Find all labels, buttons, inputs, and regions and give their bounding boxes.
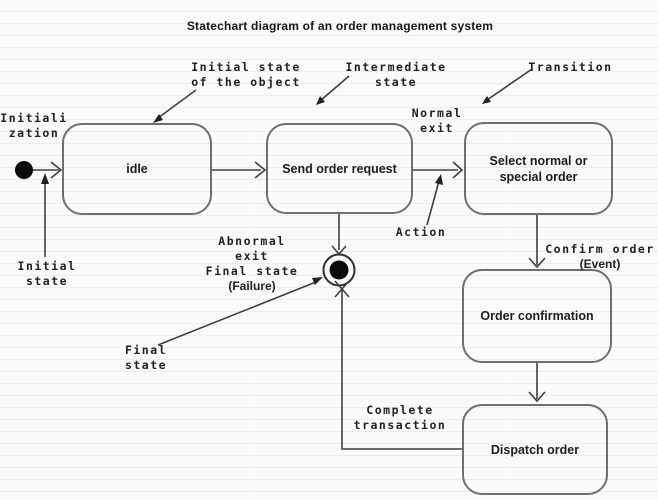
- label-abnormal-text: Abnormal exit Final state: [205, 234, 299, 278]
- state-dispatch-order: Dispatch order: [462, 404, 608, 495]
- final-state-icon: [322, 253, 356, 287]
- state-label-order-confirmation: Order confirmation: [480, 309, 594, 323]
- label-initial-state: Initial state: [17, 259, 77, 288]
- send-to-select-arrow: [413, 161, 464, 179]
- state-idle: idle: [62, 123, 212, 215]
- state-select-order: Select normal or special order: [464, 122, 613, 215]
- initial-state-pointer-arrow: [41, 173, 49, 257]
- label-abnormal-exit-final-state: Abnormal exit Final state (Failure): [194, 219, 310, 309]
- label-action: Action: [395, 225, 447, 239]
- send-to-final-arrow: [331, 214, 347, 263]
- state-label-send-order-request: Send order request: [282, 161, 397, 176]
- label-initial-state-of-object: Initial state of the object: [191, 60, 301, 89]
- state-order-confirmation: Order confirmation: [462, 269, 612, 363]
- initial-object-pointer-arrow: [153, 89, 197, 123]
- label-confirm-order-text: Confirm order: [545, 242, 655, 256]
- label-confirm-order: Confirm order (Event): [542, 227, 658, 287]
- label-complete-transaction: Complete transaction: [353, 403, 447, 432]
- label-final-state: Final state: [124, 343, 168, 372]
- state-label-dispatch-order: Dispatch order: [490, 442, 580, 457]
- label-initialization: Initiali zation: [0, 111, 68, 140]
- state-label-idle: idle: [126, 162, 148, 176]
- idle-to-send-arrow: [212, 161, 267, 179]
- label-normal-exit: Normal exit: [411, 106, 463, 135]
- label-event: (Event): [579, 257, 621, 271]
- initial-state-dot-icon: [15, 161, 63, 179]
- label-intermediate-state: Intermediate state: [345, 60, 447, 89]
- action-pointer-arrow: [426, 174, 443, 226]
- state-send-order-request: Send order request: [266, 123, 413, 214]
- confirm-to-dispatch-arrow: [528, 363, 546, 403]
- label-failure: (Failure): [228, 279, 276, 293]
- diagram-title: Statechart diagram of an order managemen…: [186, 19, 494, 33]
- label-transition: Transition: [528, 60, 613, 74]
- state-label-select-order: Select normal or special order: [489, 153, 588, 184]
